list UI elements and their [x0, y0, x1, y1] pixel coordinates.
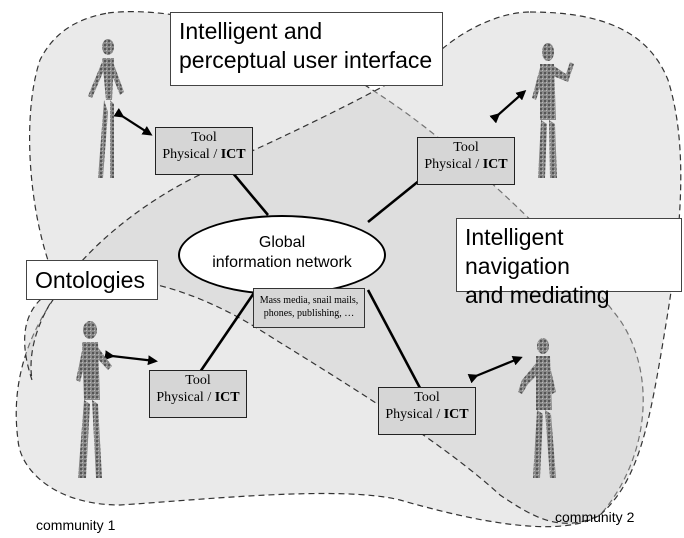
label-nav-line-1: Intelligent navigation: [465, 224, 570, 279]
label-nav-line-2: and mediating: [465, 282, 610, 308]
label-ui-line-1: Intelligent and: [179, 18, 323, 44]
label-ontologies: Ontologies: [26, 260, 158, 300]
tool-box-bottom-left: Tool Physical / ICT: [149, 370, 247, 418]
media-line-1: Mass media, snail mails,: [259, 295, 359, 306]
tool-title: Tool: [414, 390, 440, 405]
link-tool-top-left: [231, 171, 269, 216]
label-user-interface: Intelligent and perceptual user interfac…: [170, 12, 443, 86]
person-bottom-right: [518, 338, 556, 478]
person-bottom-left: [76, 321, 112, 478]
global-information-network: Global information network: [178, 215, 386, 295]
arrow-person-bottom-left: [104, 350, 158, 366]
tool-box-top-right: Tool Physical / ICT: [417, 137, 515, 185]
tool-type: Physical / ICT: [385, 407, 469, 422]
arrow-person-top-right: [489, 90, 527, 124]
label-ui-line-2: perceptual user interface: [179, 47, 433, 73]
community-1-label: community 1: [36, 517, 116, 533]
network-line-1: Global: [258, 234, 306, 251]
tool-title: Tool: [453, 140, 479, 155]
tool-title: Tool: [185, 373, 211, 388]
tool-box-top-left: Tool Physical / ICT: [155, 127, 253, 175]
tool-box-bottom-right: Tool Physical / ICT: [378, 387, 476, 435]
arrow-person-bottom-right: [467, 356, 523, 384]
link-tool-bottom-left: [198, 289, 258, 373]
link-tool-top-right: [367, 178, 421, 224]
tool-title: Tool: [191, 130, 217, 145]
media-box: Mass media, snail mails, phones, publish…: [253, 288, 365, 328]
media-line-2: phones, publishing, …: [263, 308, 355, 319]
label-navigation: Intelligent navigation and mediating: [456, 218, 682, 308]
person-top-right: [532, 43, 574, 178]
network-line-2: information network: [212, 254, 352, 271]
link-tool-bottom-right: [366, 289, 422, 389]
person-top-left: [88, 39, 124, 178]
tool-type: Physical / ICT: [424, 157, 508, 172]
tool-type: Physical / ICT: [162, 147, 246, 162]
label-ontologies-text: Ontologies: [35, 267, 145, 293]
tool-type: Physical / ICT: [156, 390, 240, 405]
community-2-label: community 2: [555, 509, 635, 525]
arrow-person-top-left: [113, 108, 153, 136]
